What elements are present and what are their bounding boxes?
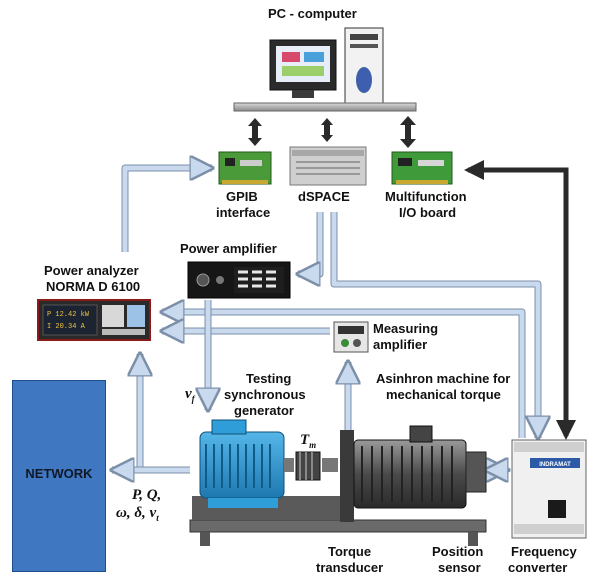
- converter-brand: INDRAMAT: [539, 462, 571, 468]
- pc-label: PC - computer: [268, 6, 357, 21]
- gpib-label-2: interface: [216, 205, 271, 220]
- pc-shelf: [233, 102, 417, 112]
- signal-lines: [112, 168, 538, 470]
- power-analyzer: [37, 299, 151, 341]
- measuring-amplifier: [333, 321, 369, 353]
- network-block: NETWORK: [12, 380, 106, 572]
- power-analyzer-label-2: NORMA D 6100: [46, 279, 141, 294]
- testing-label-3: generator: [234, 403, 294, 418]
- tm-label: Tm: [300, 432, 317, 450]
- omega-delta-vt-label: ω, δ, vt: [116, 505, 159, 523]
- position-sensor-label-2: sensor: [438, 560, 481, 575]
- gpib-label-1: GPIB: [226, 189, 258, 204]
- power-amplifier: [187, 261, 291, 299]
- testing-label-2: synchronous: [224, 387, 306, 402]
- analyzer-readout-1: P 12.42 kW: [47, 311, 90, 319]
- converter-io-link: [464, 160, 576, 440]
- torque-transducer-label-2: transducer: [316, 560, 384, 575]
- analyzer-readout-2: I 20.34 A: [47, 323, 86, 331]
- measuring-amplifier-label-1: Measuring: [373, 321, 439, 336]
- testing-label-1: Testing: [246, 371, 292, 386]
- torque-transducer: [295, 451, 338, 481]
- power-analyzer-label-1: Power analyzer: [44, 263, 139, 278]
- measuring-amplifier-label-2: amplifier: [373, 337, 428, 352]
- pc-computer: [233, 27, 417, 112]
- pc-bus-arrows: [248, 116, 416, 148]
- frequency-converter: INDRAMAT: [511, 439, 587, 539]
- vf-label: vf: [185, 386, 195, 404]
- multifunction-label-1: Multifunction: [385, 189, 467, 204]
- frequency-converter-label-2: converter: [508, 560, 568, 575]
- async-machine-label-1: Asinhron machine for: [376, 371, 511, 386]
- network-label: NETWORK: [25, 466, 93, 481]
- monitor-screen: [276, 46, 330, 82]
- asynchronous-machine: [340, 425, 487, 522]
- torque-transducer-label-1: Torque: [328, 544, 372, 559]
- synchronous-generator: [199, 419, 294, 508]
- pc-tower: [344, 27, 384, 105]
- multifunction-card: [391, 151, 453, 185]
- pq-label: P, Q,: [132, 487, 162, 503]
- position-sensor-label-1: Position: [432, 544, 484, 559]
- dspace-label: dSPACE: [298, 189, 350, 204]
- gpib-card: [218, 151, 272, 185]
- power-amplifier-label: Power amplifier: [180, 241, 277, 256]
- dspace-box: [289, 146, 367, 186]
- async-machine-label-2: mechanical torque: [386, 387, 501, 402]
- multifunction-label-2: I/O board: [399, 205, 457, 220]
- frequency-converter-label-1: Frequency: [511, 544, 577, 559]
